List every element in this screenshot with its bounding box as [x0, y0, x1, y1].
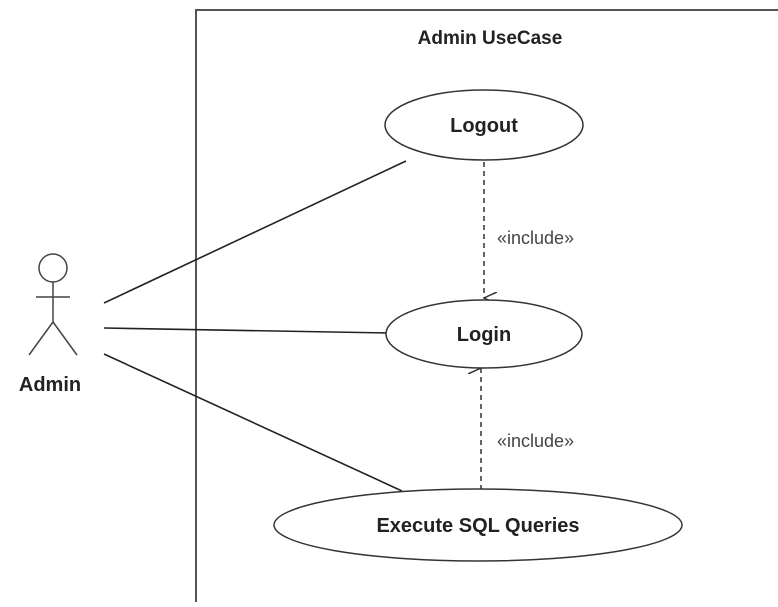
include-relations: «include» «include»: [481, 162, 574, 490]
use-case-logout-label: Logout: [450, 115, 518, 137]
actor-admin[interactable]: Admin: [19, 253, 81, 396]
use-case-login-label: Login: [457, 324, 511, 346]
associations: [103, 160, 407, 492]
use-case-execute-sql[interactable]: Execute SQL Queries: [273, 488, 683, 562]
actor-label: Admin: [19, 374, 81, 396]
use-case-logout[interactable]: Logout: [384, 89, 584, 161]
association-login: [103, 327, 390, 334]
stick-figure-icon: [28, 253, 78, 356]
use-case-login[interactable]: Login: [385, 299, 583, 369]
system-title: Admin UseCase: [418, 28, 563, 49]
association-logout: [103, 160, 407, 304]
include-label-logout: «include»: [497, 228, 574, 248]
association-execute-sql: [103, 353, 403, 492]
system-boundary-frame: [195, 9, 778, 602]
use-case-execute-sql-label: Execute SQL Queries: [376, 515, 579, 537]
system-boundary: Admin UseCase: [195, 9, 778, 602]
include-label-execute: «include»: [497, 431, 574, 451]
